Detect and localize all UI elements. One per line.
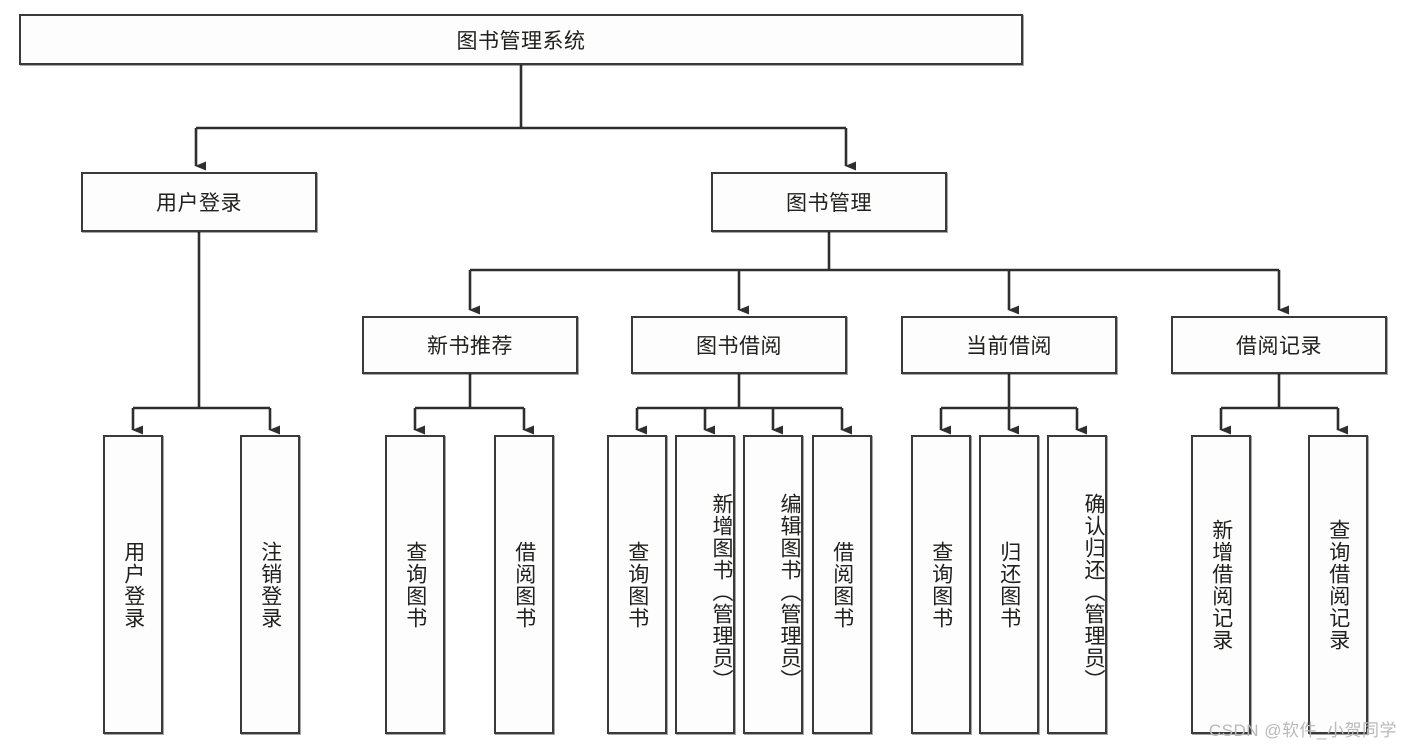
node-root[interactable]: 图书管理系统 bbox=[19, 14, 1023, 65]
node-borrow-record-label: 借阅记录 bbox=[1236, 335, 1322, 358]
leaf-record-add-record[interactable]: 新增借阅记录 bbox=[1191, 435, 1251, 734]
leaf-newbook-query-book[interactable]: 查询图书 bbox=[385, 435, 445, 734]
leaf-label: 编辑图书（管理员） bbox=[778, 492, 801, 691]
node-book-management[interactable]: 图书管理 bbox=[711, 172, 947, 232]
leaf-current-return-book[interactable]: 归还图书 bbox=[979, 435, 1039, 734]
leaf-label: 查询图书 bbox=[625, 540, 649, 629]
leaf-user-login-login[interactable]: 用户登录 bbox=[103, 435, 163, 734]
leaf-label: 查询借阅记录 bbox=[1326, 518, 1350, 651]
leaf-current-confirm-return-admin[interactable]: 确认归还（管理员） bbox=[1047, 435, 1107, 734]
leaf-borrow-borrow-book[interactable]: 借阅图书 bbox=[812, 435, 872, 734]
leaf-borrow-query-book[interactable]: 查询图书 bbox=[607, 435, 667, 734]
node-user-login[interactable]: 用户登录 bbox=[81, 172, 317, 232]
node-new-book-recommend[interactable]: 新书推荐 bbox=[362, 316, 578, 374]
leaf-label: 借阅图书 bbox=[830, 540, 854, 629]
node-book-borrow[interactable]: 图书借阅 bbox=[631, 316, 847, 374]
leaf-borrow-add-book-admin[interactable]: 新增图书（管理员） bbox=[675, 435, 735, 734]
leaf-label: 注销登录 bbox=[258, 540, 282, 629]
node-borrow-record[interactable]: 借阅记录 bbox=[1171, 316, 1387, 374]
leaf-current-query-book[interactable]: 查询图书 bbox=[911, 435, 971, 734]
node-root-label: 图书管理系统 bbox=[456, 29, 586, 53]
node-book-borrow-label: 图书借阅 bbox=[696, 335, 782, 358]
leaf-label: 新增借阅记录 bbox=[1209, 518, 1233, 651]
leaf-record-query-record[interactable]: 查询借阅记录 bbox=[1308, 435, 1368, 734]
leaf-label: 确认归还（管理员） bbox=[1082, 492, 1105, 691]
leaf-newbook-borrow-book[interactable]: 借阅图书 bbox=[494, 435, 554, 734]
leaf-label: 查询图书 bbox=[403, 540, 427, 629]
node-current-borrow[interactable]: 当前借阅 bbox=[901, 316, 1117, 374]
leaf-label: 借阅图书 bbox=[512, 540, 536, 629]
leaf-label: 归还图书 bbox=[997, 540, 1021, 629]
node-user-login-label: 用户登录 bbox=[156, 192, 242, 215]
leaf-label: 新增图书（管理员） bbox=[710, 492, 733, 691]
node-new-book-recommend-label: 新书推荐 bbox=[427, 335, 513, 358]
leaf-borrow-edit-book-admin[interactable]: 编辑图书（管理员） bbox=[743, 435, 803, 734]
watermark-text: CSDN @软件_小贺同学 bbox=[1208, 721, 1397, 740]
leaf-label: 用户登录 bbox=[121, 540, 145, 629]
leaf-user-login-logout[interactable]: 注销登录 bbox=[240, 435, 300, 734]
leaf-label: 查询图书 bbox=[929, 540, 953, 629]
node-book-management-label: 图书管理 bbox=[786, 192, 872, 215]
node-current-borrow-label: 当前借阅 bbox=[966, 335, 1052, 358]
